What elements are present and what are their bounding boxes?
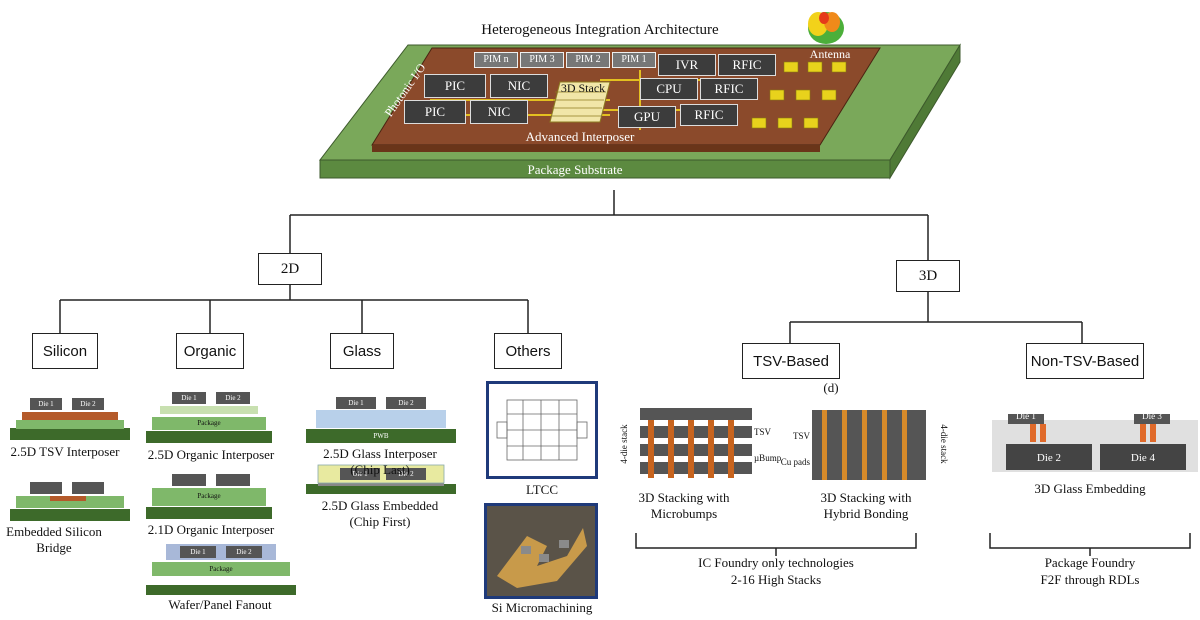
caption-ic-foundry-2: 2-16 High Stacks	[730, 572, 822, 587]
four-die-stack-right: 4-die stack	[939, 424, 949, 464]
fanout-die1: Die 1	[190, 548, 206, 556]
chip-pim-1: PIM 1	[612, 52, 656, 68]
org21-package: Package	[197, 492, 221, 500]
stack-3d-block	[549, 81, 611, 123]
ltcc-schematic	[496, 399, 588, 461]
caption-stack-hybrid-2: Hybrid Bonding	[823, 506, 909, 521]
antenna-radiation-icon	[808, 12, 844, 44]
ge-die2: Die 2	[1036, 452, 1062, 464]
stack-hybrid-figure	[812, 410, 926, 480]
caption-tsv-interposer: 2.5D TSV Interposer	[10, 444, 120, 459]
organic-25d-figure	[146, 392, 272, 443]
organic-21d-figure	[146, 474, 272, 519]
glass-die2: Die 2	[398, 399, 414, 407]
caption-glass-embedded-2: (Chip First)	[349, 514, 411, 529]
tsv-label-right: TSV	[792, 431, 810, 441]
si-micro-image-frame	[484, 503, 598, 599]
caption-glass-embedding: 3D Glass Embedding	[1034, 481, 1146, 496]
glassemb-die1: Die 1	[352, 470, 368, 478]
antenna-label: Antenna	[809, 47, 851, 61]
chip-pim-3: PIM 3	[520, 52, 564, 68]
caption-stack-micro-2: Microbumps	[650, 506, 718, 521]
glass-interposer-figure	[306, 397, 456, 443]
caption-glass-interposer-1: 2.5D Glass Interposer	[323, 446, 437, 461]
sub-label-d: (d)	[823, 380, 839, 395]
stack-3d-label: 3D Stack	[560, 81, 606, 95]
ubump-label: µBump	[754, 453, 782, 463]
node-silicon: Silicon	[32, 333, 98, 369]
caption-pkg-foundry-2: F2F through RDLs	[1040, 572, 1140, 587]
four-die-stack-left: 4-die stack	[619, 424, 629, 464]
chip-pic-a: PIC	[424, 74, 486, 98]
ge-die1: Die 1	[1016, 411, 1036, 421]
caption-emib-2: Bridge	[36, 540, 72, 555]
node-non-tsv-based: Non-TSV-Based	[1026, 343, 1144, 379]
chip-cpu: CPU	[640, 78, 698, 100]
glass-embedded-figure	[306, 464, 456, 494]
caption-si-micro: Si Micromachining	[491, 600, 593, 615]
caption-stack-hybrid-1: 3D Stacking with	[820, 490, 912, 505]
glass-pwb: PWB	[373, 432, 389, 440]
node-2d: 2D	[258, 253, 322, 285]
chip-rfic-c: RFIC	[680, 104, 738, 126]
antenna-pads	[751, 61, 847, 129]
chip-rfic-a: RFIC	[718, 54, 776, 76]
cu-pads-label: Cu pads	[780, 457, 810, 467]
chip-gpu: GPU	[618, 106, 676, 128]
caption-stack-micro-1: 3D Stacking with	[638, 490, 730, 505]
caption-pkg-foundry-1: Package Foundry	[1044, 555, 1136, 570]
org25-package: Package	[197, 419, 221, 427]
org25-die1: Die 1	[181, 394, 197, 402]
glass-embedding-figure	[992, 414, 1198, 472]
chip-pim-2: PIM 2	[566, 52, 610, 68]
chip-pim-n: PIM n	[474, 52, 518, 68]
caption-ltcc: LTCC	[525, 482, 559, 497]
fanout-figure	[146, 544, 296, 595]
stack-microbumps-figure	[640, 408, 752, 478]
ge-die3: Die 3	[1142, 411, 1162, 421]
tsv-label-left: TSV	[754, 427, 772, 437]
node-glass: Glass	[330, 333, 394, 369]
chip-ivr: IVR	[658, 54, 716, 76]
glassemb-die2: Die 2	[398, 470, 414, 478]
tsv-interposer-figure	[10, 398, 130, 440]
chip-pic-b: PIC	[404, 100, 466, 124]
ltcc-image-frame	[486, 381, 598, 479]
node-others: Others	[494, 333, 562, 369]
caption-glass-interposer-2: (Chip Last)	[350, 462, 410, 477]
chip-nic-a: NIC	[490, 74, 548, 98]
fanout-package: Package	[209, 565, 233, 573]
chip-nic-b: NIC	[470, 100, 528, 124]
si-micro-photo	[487, 506, 595, 596]
caption-emib-1: Embedded Silicon	[6, 524, 102, 539]
caption-glass-embedded-1: 2.5D Glass Embedded	[321, 498, 439, 513]
diagram-title: Heterogeneous Integration Architecture	[481, 22, 719, 38]
node-3d: 3D	[896, 260, 960, 292]
node-organic: Organic	[176, 333, 244, 369]
caption-organic-21d: 2.1D Organic Interposer	[147, 522, 275, 537]
caption-organic-25d: 2.5D Organic Interposer	[147, 447, 275, 462]
chip-rfic-b: RFIC	[700, 78, 758, 100]
embedded-bridge-figure	[10, 482, 130, 521]
package-substrate-label: Package Substrate	[527, 162, 623, 177]
tsv-die1: Die 1	[38, 400, 54, 408]
fanout-die2: Die 2	[236, 548, 252, 556]
advanced-interposer-label: Advanced Interposer	[525, 129, 635, 144]
tsv-die2: Die 2	[80, 400, 96, 408]
node-tsv-based: TSV-Based	[742, 343, 840, 379]
caption-ic-foundry-1: IC Foundry only technologies	[698, 555, 854, 570]
caption-fanout: Wafer/Panel Fanout	[168, 597, 272, 612]
glass-die1: Die 1	[348, 399, 364, 407]
org25-die2: Die 2	[225, 394, 241, 402]
ge-die4: Die 4	[1130, 452, 1156, 464]
